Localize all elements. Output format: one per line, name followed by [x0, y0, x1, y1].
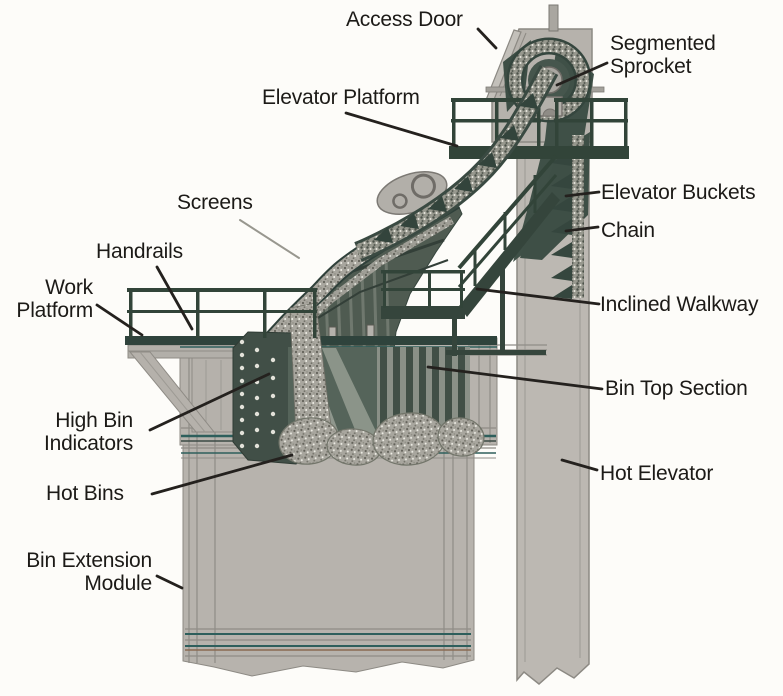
bin-extension-module	[182, 444, 475, 677]
label-work-platform: Work Platform	[16, 276, 93, 322]
leader-bin-extension-module	[155, 574, 184, 590]
leader-screens	[239, 219, 300, 259]
leader-hot-bins	[150, 453, 294, 496]
leader-lines	[95, 27, 609, 590]
leader-access-door	[476, 27, 498, 50]
leader-segmented-sprocket	[555, 61, 609, 87]
bucket-chain	[354, 64, 559, 262]
leader-inclined-walkway	[475, 287, 601, 306]
label-high-bin-indicators: High Bin Indicators	[43, 409, 133, 455]
elevator-bucket-chain	[551, 135, 584, 299]
high-bin-indicators	[239, 339, 276, 449]
label-elevator-buckets: Elevator Buckets	[601, 181, 756, 204]
label-handrails: Handrails	[96, 240, 183, 263]
leader-handrails	[155, 265, 194, 331]
vent-pipe	[548, 4, 559, 32]
leader-bin-top-section	[426, 365, 604, 391]
label-segmented-sprocket: Segmented Sprocket	[610, 32, 716, 78]
label-hot-elevator: Hot Elevator	[600, 462, 714, 485]
leader-elevator-buckets	[564, 190, 601, 198]
leader-chain	[564, 225, 600, 233]
label-chain: Chain	[601, 219, 655, 242]
label-access-door: Access Door	[346, 8, 463, 31]
hot-bins-piles	[278, 412, 485, 466]
label-bin-top-section: Bin Top Section	[605, 377, 748, 400]
label-elevator-platform: Elevator Platform	[262, 86, 420, 109]
label-screens: Screens	[177, 191, 253, 214]
label-hot-bins: Hot Bins	[46, 482, 124, 505]
leader-work-platform	[95, 303, 144, 337]
label-inclined-walkway: Inclined Walkway	[600, 293, 759, 316]
inclined-walkway	[381, 154, 560, 356]
bin-bottom-bands	[185, 628, 471, 657]
work-platform-handrails	[127, 288, 317, 338]
leader-elevator-platform	[344, 111, 459, 148]
leader-hot-elevator	[560, 458, 599, 472]
leader-high-bin-indicators	[148, 372, 271, 432]
label-bin-extension-module: Bin Extension Module	[26, 549, 152, 595]
